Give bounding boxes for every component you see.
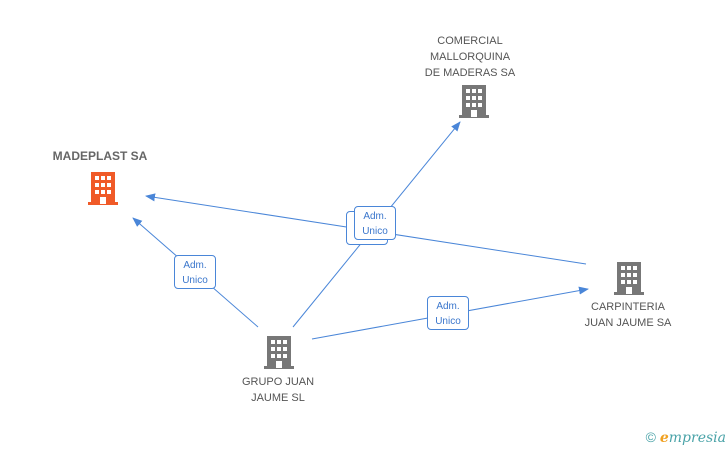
- edge-role-line1: Adm.: [183, 260, 207, 271]
- edge-role-line2: Unico: [362, 226, 388, 237]
- footer-credit: © empresia: [646, 429, 726, 446]
- brand-rest: mpresia: [668, 430, 726, 446]
- building-icon[interactable]: [87, 170, 119, 206]
- edge-role-line2: Unico: [435, 316, 461, 327]
- brand-initial: e: [659, 430, 669, 446]
- edge-role-line1: Adm.: [363, 211, 387, 222]
- empresia-logo[interactable]: empresia: [660, 430, 726, 446]
- node-label-grupo: GRUPO JUAN JAUME SL: [241, 376, 315, 404]
- edge-role-line2: Unico: [182, 275, 208, 286]
- edge-label-grupo-madeplast[interactable]: Adm. Unico: [174, 255, 216, 289]
- node-label-madeplast: MADEPLAST SA: [52, 149, 148, 163]
- copyright-icon: ©: [645, 429, 656, 445]
- building-icon[interactable]: [613, 260, 645, 296]
- edge-label-grupo-carpinteria[interactable]: Adm. Unico: [427, 296, 469, 330]
- node-label-carpinteria: CARPINTERIA JUAN JAUME SA: [584, 301, 672, 329]
- building-icon[interactable]: [263, 334, 295, 370]
- node-label-comercial: COMERCIAL MALLORQUINA DE MADERAS SA: [424, 35, 516, 79]
- edge-label-carpinteria-madeplast[interactable]: Adm. Unico: [354, 206, 396, 240]
- building-icon[interactable]: [458, 83, 490, 119]
- edge-role-line1: Adm.: [436, 301, 460, 312]
